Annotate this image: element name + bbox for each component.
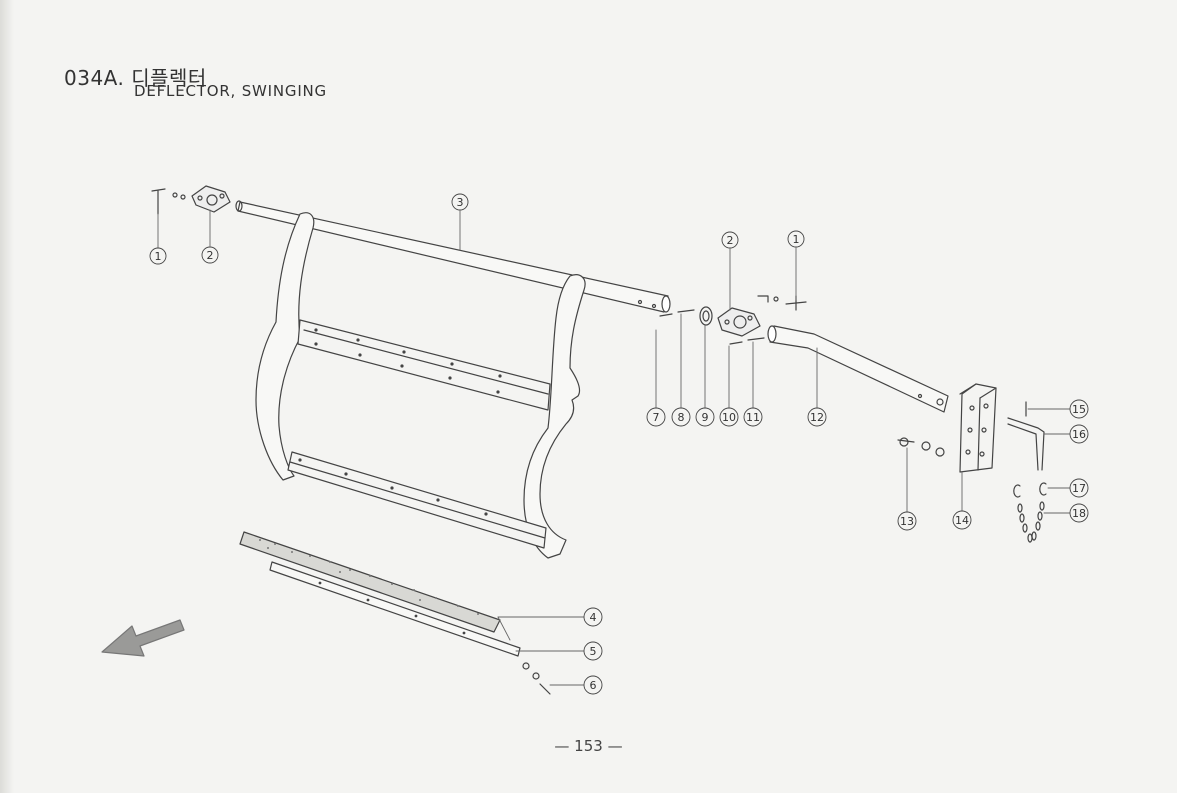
deflector-frame bbox=[255, 212, 586, 559]
callout-8: 8 bbox=[678, 411, 685, 424]
lower-bolt-part bbox=[522, 662, 551, 695]
callout-11: 11 bbox=[746, 411, 760, 424]
callout-18: 18 bbox=[1072, 507, 1086, 520]
spring-pin-part bbox=[677, 309, 695, 313]
callout-2: 2 bbox=[207, 249, 214, 262]
callout-12: 12 bbox=[810, 411, 824, 424]
callout-2-right: 2 bbox=[727, 234, 734, 247]
section-code: 034A. bbox=[64, 66, 125, 90]
rubber-flap-texture bbox=[259, 539, 479, 615]
section-title: 034A. 디플렉터 bbox=[64, 62, 207, 91]
bearing-flange-part bbox=[191, 185, 231, 213]
bolt-part bbox=[151, 188, 186, 215]
callout-6: 6 bbox=[590, 679, 597, 692]
section-title-korean: 디플렉터 bbox=[131, 66, 207, 90]
direction-arrow-icon bbox=[101, 619, 185, 657]
callout-15: 15 bbox=[1072, 403, 1086, 416]
callout-5: 5 bbox=[590, 645, 597, 658]
callout-1: 1 bbox=[155, 250, 162, 263]
callout-14: 14 bbox=[955, 514, 969, 527]
callout-10: 10 bbox=[722, 411, 736, 424]
pin-part bbox=[659, 313, 673, 317]
clamp-strip-holes bbox=[318, 581, 466, 635]
rubber-flap-part bbox=[239, 531, 501, 633]
arm-part bbox=[767, 325, 949, 413]
section-title-english: DEFLECTOR, SWINGING bbox=[134, 82, 327, 100]
callout-7: 7 bbox=[653, 411, 660, 424]
washer-part bbox=[699, 306, 713, 326]
right-bolt-part bbox=[757, 295, 807, 311]
chain-part bbox=[1017, 501, 1045, 543]
ring-clip-part bbox=[1013, 482, 1047, 498]
bracket-bolt-part bbox=[897, 437, 945, 457]
spring-pin-part-b bbox=[747, 337, 765, 341]
callout-9: 9 bbox=[702, 411, 709, 424]
callout-3: 3 bbox=[457, 196, 464, 209]
callout-13: 13 bbox=[900, 515, 914, 528]
callout-circles bbox=[149, 193, 1089, 695]
leader-lines bbox=[157, 209, 1071, 686]
page-number: — 153 — bbox=[554, 737, 623, 755]
pin-part-b bbox=[729, 341, 743, 345]
callout-4: 4 bbox=[590, 611, 597, 624]
bracket-block-part bbox=[959, 383, 997, 473]
clamp-strip-part bbox=[269, 561, 521, 657]
callout-16: 16 bbox=[1072, 428, 1086, 441]
lock-pin-part bbox=[1007, 417, 1045, 471]
callout-17: 17 bbox=[1072, 482, 1086, 495]
shaft-part bbox=[235, 200, 671, 313]
binder-edge bbox=[0, 0, 14, 793]
right-bearing-flange-part bbox=[717, 307, 761, 337]
frame-holes bbox=[298, 328, 502, 516]
callout-1-right: 1 bbox=[793, 233, 800, 246]
